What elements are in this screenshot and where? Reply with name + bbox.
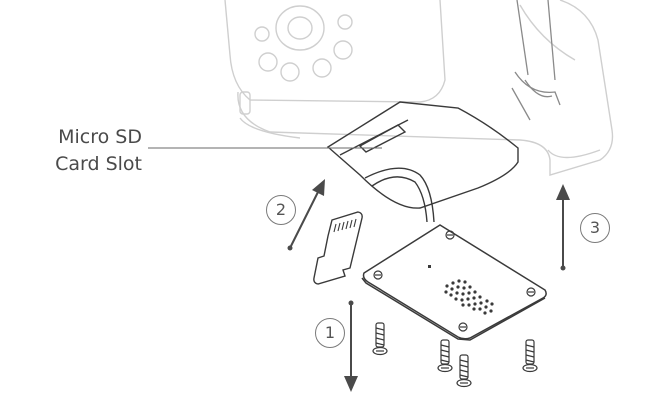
step-3-badge: 3 bbox=[580, 213, 610, 243]
screw-3 bbox=[456, 354, 472, 388]
callout-line-1: Micro SD bbox=[58, 126, 142, 148]
callout-line-2: Card Slot bbox=[55, 153, 142, 175]
step-1-badge: 1 bbox=[315, 318, 345, 348]
arrow-step-2-up bbox=[287, 179, 325, 251]
micro-sd-card-slot-label: Micro SD Card Slot bbox=[14, 124, 142, 178]
step-2-badge: 2 bbox=[266, 195, 296, 225]
step-arrows bbox=[287, 179, 570, 392]
screw-2 bbox=[437, 339, 453, 373]
cover-plate bbox=[361, 224, 547, 341]
arrow-step-3-up bbox=[556, 184, 570, 271]
screws bbox=[372, 322, 538, 388]
camera-body bbox=[224, 0, 614, 176]
speaker-grille bbox=[444, 279, 494, 315]
arrow-step-1-down bbox=[344, 300, 358, 392]
screw-1 bbox=[372, 322, 388, 356]
card-slot-compartment bbox=[326, 101, 519, 223]
screw-4 bbox=[522, 339, 538, 373]
mount-bracket bbox=[511, 0, 561, 121]
micro-sd-card bbox=[313, 211, 363, 285]
